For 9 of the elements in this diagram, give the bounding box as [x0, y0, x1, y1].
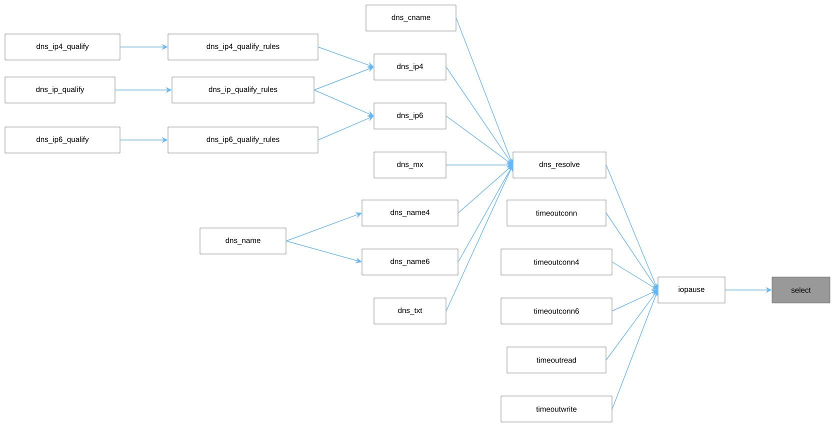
arrow	[456, 18, 514, 165]
arrow	[458, 165, 513, 262]
arrow	[606, 290, 658, 360]
arrow	[606, 164, 658, 290]
arrow	[446, 165, 514, 312]
arrow	[446, 66, 513, 165]
arrow	[446, 116, 513, 165]
arrow	[606, 212, 658, 290]
arrow	[612, 290, 658, 410]
